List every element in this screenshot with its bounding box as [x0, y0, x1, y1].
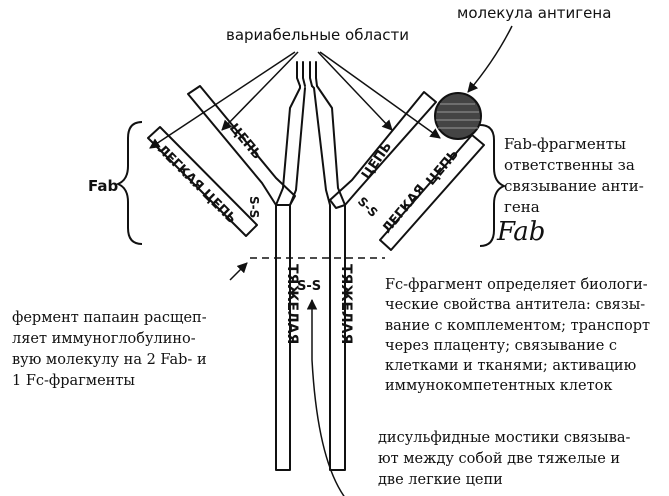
fc-desc-line-3: вание с комплементом; транспорт: [385, 318, 650, 334]
fc-desc-line-1: Fc-фрагмент определяет биологи-: [385, 277, 648, 293]
arrow-variable-right-heavy: [317, 51, 393, 131]
right-chain-word-upper-label: ЦЕПЬ: [359, 140, 395, 183]
fc-desc-line-2: ческие свойства антитела: связы-: [385, 297, 645, 313]
right-heavy-chain: [311, 85, 346, 471]
right-ss-label: S-S: [355, 194, 381, 220]
fab-desc-line-3: связывание анти-: [504, 177, 644, 195]
right-light-short-label: ЛЕГКАЯ: [380, 182, 429, 237]
disulfide-desc-line-2: ют между собой две тяжелые и: [378, 451, 620, 467]
disulfide-desc-line-3: две легкие цепи: [378, 472, 503, 488]
arrow-antigen: [467, 25, 513, 93]
left-light-chain: [147, 126, 258, 237]
antigen-molecule: [434, 92, 482, 140]
papain-description: фермент папаин расщеп- ляет иммуноглобул…: [12, 310, 207, 389]
disulfide-desc-line-1: дисульфидные мостики связыва-: [378, 430, 631, 446]
right-light-chain: [379, 134, 485, 251]
left-heavy-arm: [187, 85, 296, 206]
right-heavy-arm: [329, 91, 437, 209]
disulfide-description: дисульфидные мостики связыва- ют между с…: [378, 430, 631, 488]
arrow-variable-left-heavy: [221, 51, 299, 131]
papain-desc-line-1: фермент папаин расщеп-: [12, 310, 207, 326]
fab-desc-line-1: Fab-фрагменты: [504, 135, 626, 153]
antigen-label: молекула антигена: [457, 4, 611, 22]
hinge-thread-right-1: [309, 61, 313, 87]
fab-left-label: Fab: [88, 177, 118, 195]
fab-desc-line-4: гена: [504, 198, 540, 216]
hinge-thread-left-1: [296, 61, 301, 87]
papain-desc-line-3: вую молекулу на 2 Fab- и: [12, 352, 207, 368]
fab-left-brace: [115, 121, 143, 245]
fab-right-handwritten-label: Fab: [496, 217, 545, 247]
variable-regions-label: вариабельные области: [226, 26, 409, 44]
right-heavy-chain-label: ТЯЖЕЛАЯ: [338, 264, 354, 344]
arrow-variable-left-light: [149, 51, 296, 149]
hinge-thread-right-2: [315, 61, 318, 87]
fc-desc-line-6: иммунокомпетентных клеток: [385, 378, 612, 394]
center-ss-label: S-S: [297, 279, 321, 294]
fab-description: Fab-фрагменты ответственны за связывание…: [504, 135, 644, 216]
fc-description: Fc-фрагмент определяет биологи- ческие с…: [385, 277, 650, 394]
hinge-thread-left-2: [302, 61, 306, 87]
left-heavy-chain-word-label: ЦЕПЬ: [226, 121, 264, 163]
arrow-papain: [229, 262, 248, 281]
fc-desc-line-4: через плаценту; связывание с: [385, 338, 617, 354]
papain-desc-line-2: ляет иммуноглобулино-: [12, 331, 196, 347]
fc-desc-line-5: клетками и тканями; активацию: [385, 358, 636, 374]
left-heavy-chain: [275, 85, 306, 471]
left-ss-label: S-S: [247, 196, 261, 218]
arrow-disulfide: [306, 298, 345, 496]
papain-desc-line-4: 1 Fc-фрагменты: [12, 373, 135, 389]
left-light-chain-label: ЛЕГКАЯ ЦЕПЬ: [154, 142, 239, 227]
left-heavy-chain-label: ТЯЖЕЛАЯ: [284, 264, 300, 344]
arrow-variable-right-light: [319, 51, 441, 139]
fab-desc-line-2: ответственны за: [504, 156, 635, 174]
right-chain-word-lower-label: ЦЕПЬ: [424, 147, 462, 189]
fab-right-brace: [479, 124, 507, 247]
